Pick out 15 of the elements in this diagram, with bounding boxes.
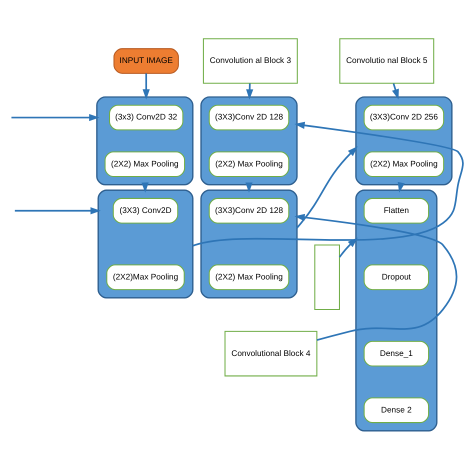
arrow	[192, 121, 464, 246]
cluster	[355, 189, 438, 431]
arrow	[294, 213, 458, 340]
arrow	[11, 113, 100, 121]
arrow	[296, 146, 358, 228]
cluster	[200, 189, 298, 298]
cluster	[200, 96, 298, 185]
cluster	[355, 96, 453, 185]
cluster	[98, 189, 194, 298]
arrow	[141, 182, 149, 192]
cluster	[96, 96, 194, 185]
node-box	[314, 244, 340, 310]
arrow	[142, 72, 150, 100]
arrow	[14, 206, 101, 214]
arrow	[338, 237, 358, 258]
